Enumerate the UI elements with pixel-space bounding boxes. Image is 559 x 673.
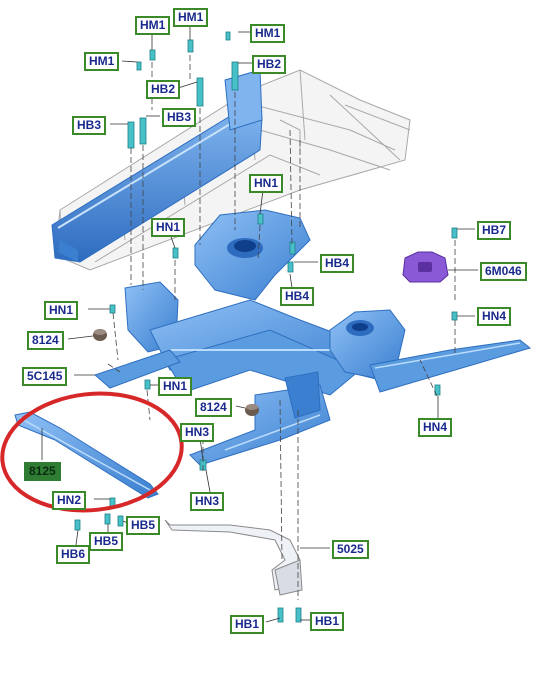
label-hn2: HN2 — [52, 491, 87, 510]
label-hn1-left: HN1 — [44, 301, 79, 320]
label-hb3-left: HB3 — [72, 116, 107, 135]
label-hb2-left: HB2 — [146, 80, 181, 99]
subframe — [94, 209, 532, 466]
label-hb2-right: HB2 — [252, 55, 287, 74]
label-hb4-below: HB4 — [280, 287, 315, 306]
label-hm1-right: HM1 — [250, 24, 286, 43]
label-6m046: 6M046 — [480, 262, 527, 281]
label-hm1-top: HM1 — [173, 8, 209, 27]
label-5c145: 5C145 — [22, 367, 68, 386]
label-hb6: HB6 — [56, 545, 91, 564]
label-hb3-right: HB3 — [162, 108, 197, 127]
label-hn1-lower: HN1 — [158, 377, 193, 396]
label-hn3-lower: HN3 — [190, 492, 225, 511]
assembly-lines — [107, 55, 456, 600]
label-hb1-right: HB1 — [310, 612, 345, 631]
stabilizer-bar — [14, 411, 159, 499]
label-hn4-right: HN4 — [477, 307, 512, 326]
label-hb7: HB7 — [477, 221, 512, 240]
label-hb5-left: HB5 — [89, 532, 124, 551]
callout-circle — [0, 391, 184, 513]
bushings-8124 — [93, 329, 259, 416]
label-hn3-upper: HN3 — [180, 423, 215, 442]
label-8124-mid: 8124 — [195, 398, 232, 417]
label-hm1-left-upper: HM1 — [135, 16, 171, 35]
label-hn1-mid: HN1 — [151, 218, 186, 237]
label-hn1-center: HN1 — [249, 174, 284, 193]
label-5025: 5025 — [332, 540, 369, 559]
label-hb5-right: HB5 — [126, 516, 161, 535]
bushing-6m046 — [402, 251, 449, 283]
label-hb1-left: HB1 — [230, 615, 265, 634]
bracket-5025 — [164, 519, 303, 596]
label-8124-left: 8124 — [27, 331, 64, 350]
label-8125-highlighted: 8125 — [24, 462, 61, 481]
label-hn4-lower: HN4 — [418, 418, 453, 437]
label-hb4-right: HB4 — [320, 254, 355, 273]
label-hm1-left: HM1 — [84, 52, 120, 71]
leader-lines — [41, 24, 478, 623]
